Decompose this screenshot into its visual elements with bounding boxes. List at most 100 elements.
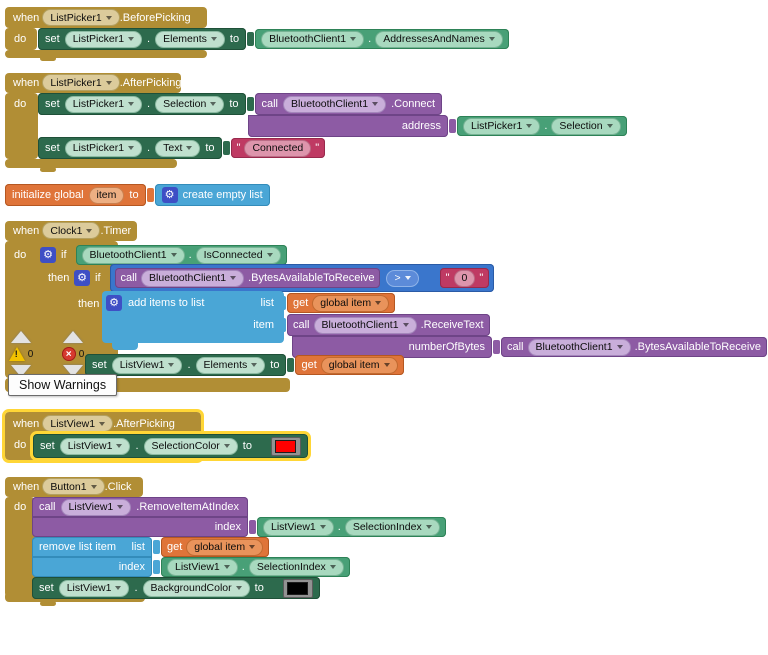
event-block-do-column[interactable] — [5, 93, 38, 159]
add-items-block[interactable]: ⚙ add items to list list — [102, 292, 278, 314]
set-block[interactable]: set ListView1 . BackgroundColor to — [32, 577, 320, 599]
method-call-block[interactable]: call BluetoothClient1 .Connect — [254, 93, 443, 115]
set-text-row[interactable]: set ListPicker1 . Text to " Connected " — [38, 137, 326, 159]
property-dropdown[interactable]: SelectionColor — [143, 437, 238, 455]
component-dropdown[interactable]: ListView1 — [167, 558, 238, 576]
set-block[interactable]: set ListPicker1 . Elements to — [38, 28, 247, 50]
component-dropdown[interactable]: Button1 — [42, 478, 105, 495]
set-selectioncolor-row[interactable]: set ListView1 . SelectionColor to — [30, 431, 311, 461]
if-block[interactable]: ⚙ if — [74, 264, 101, 292]
getter-block[interactable]: BluetoothClient1 . AddressesAndNames — [255, 29, 509, 49]
if-row-inner[interactable]: ⚙ if call BluetoothClient1 .BytesAvailab… — [74, 264, 495, 292]
set-selection-row[interactable]: set ListPicker1 . Selection to call Blue… — [38, 93, 443, 115]
property-dropdown[interactable]: IsConnected — [195, 246, 281, 264]
removeitem-index-row[interactable]: index ListView1 . SelectionIndex — [32, 517, 446, 537]
component-dropdown[interactable]: BluetoothClient1 — [81, 246, 185, 264]
method-call-block[interactable]: call BluetoothClient1 .BytesAvailableToR… — [114, 268, 381, 288]
method-call-block[interactable]: call BluetoothClient1 .ReceiveText — [287, 314, 490, 336]
event-header[interactable]: when Button1 .Click — [13, 476, 131, 497]
remove-list-item-block[interactable]: remove list item list — [32, 537, 152, 557]
text-string-block[interactable]: " Connected " — [230, 138, 326, 158]
property-dropdown[interactable]: Selection — [551, 117, 621, 135]
target-dropdown[interactable]: ListView1 — [59, 437, 131, 455]
property-dropdown[interactable]: BackgroundColor — [142, 579, 250, 597]
mutator-gear-icon[interactable]: ⚙ — [74, 270, 90, 286]
removeitem-call-row[interactable]: call ListView1 .RemoveItemAtIndex — [32, 497, 248, 517]
component-dropdown[interactable]: BluetoothClient1 — [527, 338, 631, 356]
method-call-block[interactable]: call ListView1 .RemoveItemAtIndex — [32, 497, 248, 517]
target-dropdown[interactable]: ListPicker1 — [64, 30, 143, 48]
method-call-arg[interactable]: index — [32, 517, 248, 537]
property-dropdown[interactable]: Elements — [155, 30, 225, 48]
component-dropdown[interactable]: ListPicker1 — [42, 74, 120, 91]
set-backgroundcolor-row[interactable]: set ListView1 . BackgroundColor to — [32, 577, 320, 599]
component-dropdown[interactable]: ListView1 — [60, 498, 132, 516]
set-block[interactable]: set ListPicker1 . Selection to — [38, 93, 246, 115]
set-block[interactable]: set ListView1 . Elements to — [85, 354, 287, 376]
operator-dropdown[interactable]: > — [386, 269, 419, 287]
mutator-gear-icon[interactable]: ⚙ — [161, 187, 178, 203]
event-block-do-column[interactable] — [5, 28, 37, 50]
method-call-arg[interactable]: numberOfBytes — [292, 336, 492, 358]
property-dropdown[interactable]: AddressesAndNames — [375, 30, 503, 48]
set-block[interactable]: set ListPicker1 . Text to — [38, 137, 222, 159]
set-elements-row[interactable]: set ListView1 . Elements to get global i… — [85, 354, 404, 376]
variable-dropdown[interactable]: global item — [312, 294, 390, 312]
property-dropdown[interactable]: Selection — [155, 95, 225, 113]
component-dropdown[interactable]: BluetoothClient1 — [261, 30, 365, 48]
event-header[interactable]: when Clock1 .Timer — [13, 220, 131, 241]
event-header[interactable]: when ListPicker1 .AfterPicking — [13, 72, 181, 93]
show-warnings-button[interactable]: Show Warnings — [8, 374, 118, 396]
error-prev-arrow-icon[interactable] — [63, 331, 83, 343]
component-dropdown[interactable]: Clock1 — [42, 222, 101, 239]
error-navigator[interactable]: × 0 — [56, 331, 90, 377]
text-value[interactable]: Connected — [244, 139, 312, 157]
variable-name-field[interactable]: item — [88, 186, 125, 204]
component-dropdown[interactable]: ListPicker1 — [42, 9, 120, 26]
text-string-block[interactable]: " 0 " — [439, 268, 490, 288]
warning-prev-arrow-icon[interactable] — [11, 331, 31, 343]
add-items-row3[interactable]: numberOfBytes call BluetoothClient1 .Byt… — [292, 336, 767, 358]
variable-dropdown[interactable]: global item — [186, 538, 264, 556]
event-header[interactable]: when ListView1 .AfterPicking — [13, 413, 175, 434]
property-dropdown[interactable]: SelectionIndex — [344, 518, 440, 536]
event-header[interactable]: when ListPicker1 .BeforePicking — [13, 7, 191, 28]
mutator-gear-icon[interactable]: ⚙ — [106, 295, 122, 311]
target-dropdown[interactable]: ListView1 — [58, 579, 130, 597]
property-dropdown[interactable]: SelectionIndex — [248, 558, 344, 576]
add-items-row1[interactable]: ⚙ add items to list list get global item — [102, 292, 396, 314]
component-dropdown[interactable]: ListView1 — [263, 518, 334, 536]
event-block-bottom[interactable] — [5, 159, 177, 168]
target-dropdown[interactable]: ListPicker1 — [64, 139, 143, 157]
getter-block[interactable]: ListPicker1 . Selection — [457, 116, 627, 136]
event-block-do-column[interactable] — [5, 497, 35, 597]
property-dropdown[interactable]: Text — [155, 139, 201, 157]
color-swatch-red[interactable] — [270, 436, 301, 456]
get-variable-block[interactable]: get global item — [295, 355, 404, 375]
event-block-bottom[interactable] — [5, 50, 207, 58]
set-block[interactable]: set ListView1 . SelectionColor to — [30, 431, 311, 461]
if-block[interactable]: ⚙ if — [40, 244, 67, 266]
text-value[interactable]: 0 — [453, 269, 476, 287]
component-dropdown[interactable]: BluetoothClient1 — [141, 269, 245, 287]
create-empty-list-block[interactable]: ⚙ create empty list — [154, 184, 270, 206]
property-dropdown[interactable]: Elements — [195, 356, 266, 374]
component-dropdown[interactable]: ListView1 — [42, 415, 114, 432]
get-variable-block[interactable]: get global item — [287, 293, 396, 313]
method-call-block-arg[interactable]: address — [248, 115, 448, 137]
target-dropdown[interactable]: ListView1 — [111, 356, 183, 374]
init-global-block[interactable]: initialize global item to — [5, 184, 146, 206]
comparison-block[interactable]: call BluetoothClient1 .BytesAvailableToR… — [109, 264, 495, 292]
set-elements-row[interactable]: set ListPicker1 . Elements to BluetoothC… — [38, 28, 509, 50]
component-dropdown[interactable]: BluetoothClient1 — [313, 316, 417, 334]
get-variable-block[interactable]: get global item — [161, 537, 270, 557]
method-call-block[interactable]: call BluetoothClient1 .BytesAvailableToR… — [501, 337, 767, 357]
getter-block[interactable]: BluetoothClient1 . IsConnected — [75, 245, 287, 265]
if-row-outer[interactable]: ⚙ if BluetoothClient1 . IsConnected — [40, 244, 287, 266]
remove-index-arg[interactable]: index — [32, 557, 152, 577]
getter-block[interactable]: ListView1 . SelectionIndex — [161, 557, 350, 577]
color-swatch-black[interactable] — [282, 578, 313, 598]
warning-navigator[interactable]: ! 0 — [4, 331, 38, 377]
getter-block[interactable]: ListView1 . SelectionIndex — [257, 517, 446, 537]
remove-index-row[interactable]: index ListView1 . SelectionIndex — [32, 557, 350, 577]
